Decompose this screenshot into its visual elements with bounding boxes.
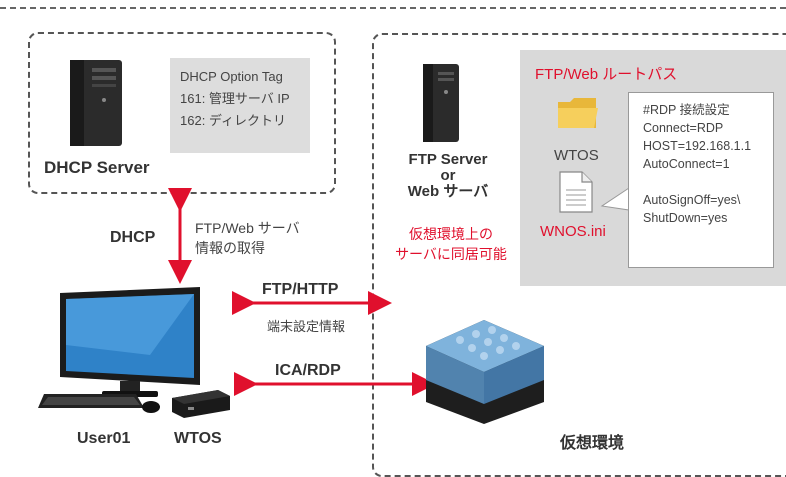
virtual-note-line1: 仮想環境上の bbox=[409, 226, 493, 242]
arrows-layer bbox=[168, 188, 436, 396]
root-path-title: FTP/Web ルートパス bbox=[535, 66, 678, 83]
wtos-label: WTOS bbox=[174, 430, 222, 447]
config-line: HOST=192.168.1.1 bbox=[643, 139, 752, 153]
virtual-note: 仮想環境上の サーバに同居可能 bbox=[382, 224, 520, 264]
ftp-server-icon bbox=[423, 64, 459, 142]
tag-line: 162: ディレクトリ bbox=[180, 113, 287, 128]
config-line: #RDP 接続設定 bbox=[643, 103, 730, 117]
tag-line: 161: 管理サーバ IP bbox=[180, 91, 290, 106]
ftp-http-label: FTP/HTTP bbox=[262, 281, 339, 298]
wtos-client-icon bbox=[172, 390, 230, 418]
dhcp-option-tag-panel: DHCP Option Tag 161: 管理サーバ IP 162: ディレクト… bbox=[170, 58, 310, 153]
config-line: Connect=RDP bbox=[643, 121, 724, 135]
dhcp-arrow-label: DHCP bbox=[110, 229, 156, 246]
file-label: WNOS.ini bbox=[540, 223, 606, 240]
user-label: User01 bbox=[77, 430, 131, 447]
virtual-environment-icon bbox=[426, 320, 544, 424]
ftp-server-line2: or bbox=[440, 167, 456, 184]
keyboard-icon bbox=[38, 394, 144, 408]
dhcp-arrow-desc: FTP/Web サーバ 情報の取得 bbox=[195, 218, 300, 258]
ftp-server-line1: FTP Server bbox=[408, 151, 488, 168]
ica-rdp-label: ICA/RDP bbox=[275, 362, 341, 379]
dhcp-server-label: DHCP Server bbox=[44, 158, 150, 177]
config-line: AutoConnect=1 bbox=[643, 157, 730, 171]
config-line: ShutDown=yes bbox=[643, 211, 728, 225]
monitor-icon bbox=[60, 287, 200, 397]
file-icon bbox=[559, 171, 593, 213]
top-divider bbox=[0, 7, 786, 9]
dhcp-desc-line2: 情報の取得 bbox=[195, 240, 265, 256]
ftp-server-label: FTP Server or Web サーバ bbox=[388, 152, 508, 200]
virtual-environment-label: 仮想環境 bbox=[560, 435, 625, 452]
tag-line: DHCP Option Tag bbox=[180, 69, 283, 84]
mouse-icon bbox=[142, 401, 160, 413]
ftp-server-line3: Web サーバ bbox=[407, 183, 489, 200]
dhcp-desc-line1: FTP/Web サーバ bbox=[195, 220, 300, 236]
virtual-note-line2: サーバに同居可能 bbox=[395, 246, 507, 262]
folder-label: WTOS bbox=[554, 147, 599, 164]
config-line: AutoSignOff=yes\ bbox=[643, 193, 741, 207]
dhcp-server-icon bbox=[70, 60, 122, 146]
folder-icon bbox=[558, 98, 598, 128]
ftp-http-desc: 端末設定情報 bbox=[267, 319, 346, 334]
config-content: #RDP 接続設定 Connect=RDP HOST=192.168.1.1 A… bbox=[628, 92, 774, 268]
